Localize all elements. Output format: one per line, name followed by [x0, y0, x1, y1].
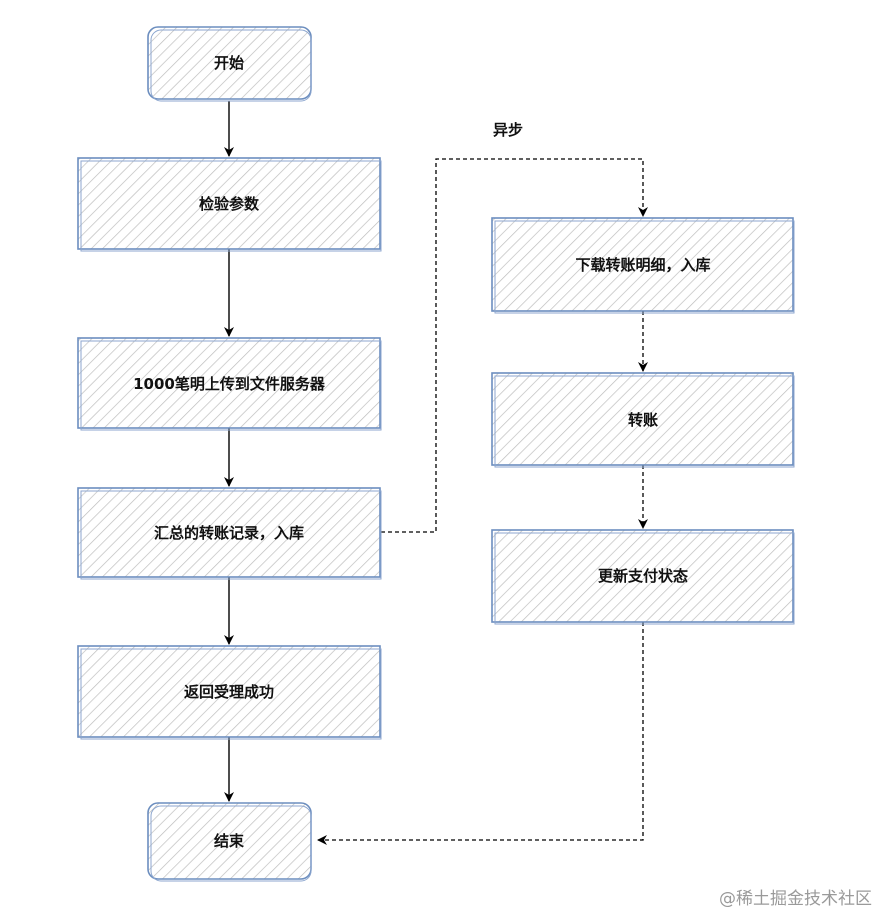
node-accepted-label: 返回受理成功 — [184, 683, 274, 701]
node-update-status: 更新支付状态 — [491, 529, 795, 625]
node-start: 开始 — [147, 26, 312, 102]
node-start-label: 开始 — [214, 54, 244, 72]
node-upload-label: 1000笔明上传到文件服务器 — [133, 375, 326, 393]
node-update-status-label: 更新支付状态 — [598, 567, 688, 585]
node-upload: 1000笔明上传到文件服务器 — [77, 337, 382, 431]
node-end-label: 结束 — [214, 832, 245, 850]
node-summary: 汇总的转账记录，入库 — [77, 487, 382, 580]
node-end: 结束 — [147, 802, 312, 882]
watermark: @稀土掘金技术社区 — [719, 889, 872, 909]
node-summary-label: 汇总的转账记录，入库 — [154, 524, 304, 542]
async-label: 异步 — [493, 121, 523, 139]
node-validate: 检验参数 — [77, 157, 382, 252]
node-transfer-label: 转账 — [628, 411, 658, 429]
node-accepted: 返回受理成功 — [77, 645, 382, 740]
node-download-label: 下载转账明细，入库 — [575, 256, 710, 274]
node-validate-label: 检验参数 — [199, 195, 260, 213]
node-download: 下载转账明细，入库 — [491, 217, 795, 314]
edge-summary-download — [381, 158, 648, 533]
edge-update-end — [317, 622, 644, 845]
node-transfer: 转账 — [491, 372, 795, 468]
